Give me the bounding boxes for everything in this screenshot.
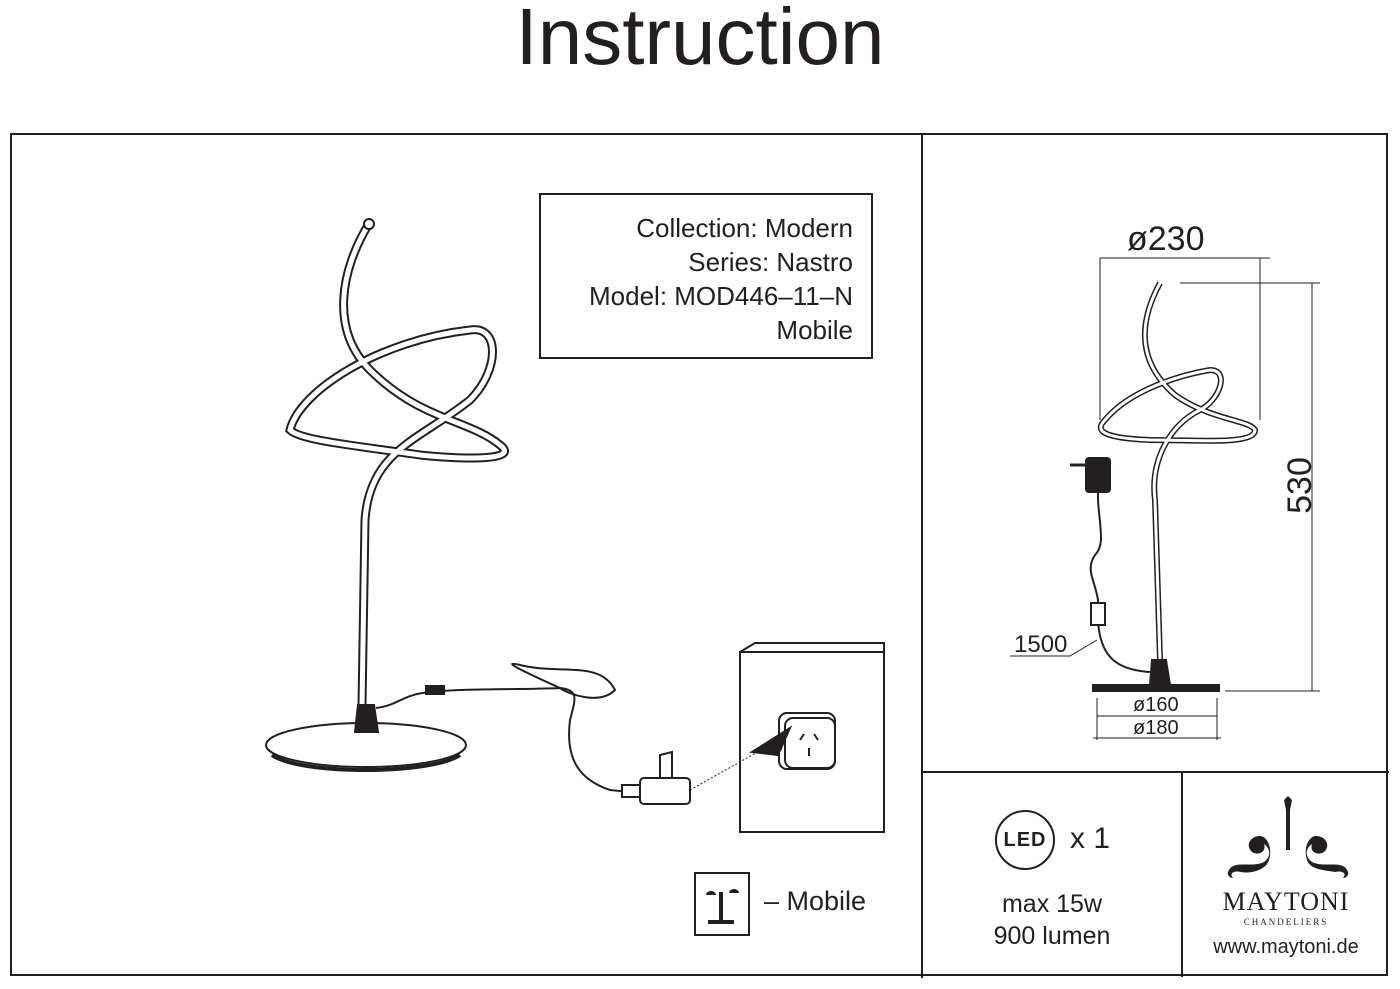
product-info-box: Collection: Modern Series: Nastro Model:… bbox=[539, 193, 873, 359]
led-count: x 1 bbox=[1070, 822, 1111, 855]
lumen-label: 900 lumen bbox=[993, 922, 1111, 950]
power-label: max 15w bbox=[1001, 890, 1103, 918]
brand-url: www.maytoni.de bbox=[1213, 936, 1359, 958]
series-label: Series: Nastro bbox=[688, 247, 853, 277]
brand-block: MAYTONI CHANDELIERS www.maytoni.de bbox=[1184, 888, 1388, 959]
collection-label: Collection: Modern bbox=[636, 213, 853, 243]
lamp-drawing bbox=[265, 218, 771, 805]
brand-name: MAYTONI bbox=[1222, 887, 1350, 916]
led-icon: LED bbox=[995, 810, 1055, 870]
type-label: Mobile bbox=[776, 315, 853, 345]
mobile-lamp-icon bbox=[706, 889, 739, 924]
wall-socket bbox=[739, 642, 885, 833]
divider bbox=[922, 771, 1389, 773]
divider bbox=[1181, 772, 1183, 977]
mobile-legend-label: – Mobile bbox=[764, 886, 867, 916]
page-title: Instruction bbox=[515, 0, 885, 81]
height-label: 530 bbox=[1280, 457, 1319, 514]
model-label: Model: MOD446–11–N bbox=[589, 281, 853, 311]
divider bbox=[921, 133, 923, 978]
document-frame bbox=[10, 133, 1388, 976]
top-diameter-label: ø230 bbox=[1127, 220, 1205, 258]
brand-subtitle: CHANDELIERS bbox=[1243, 917, 1329, 927]
base-outer-diameter-label: ø180 bbox=[1133, 717, 1179, 739]
base-inner-diameter-label: ø160 bbox=[1133, 694, 1179, 716]
led-specs: max 15w 900 lumen bbox=[922, 888, 1182, 952]
maytoni-logo-icon bbox=[1227, 796, 1349, 878]
lamp-dimension-drawing bbox=[1010, 257, 1320, 740]
mobile-legend-box bbox=[694, 872, 750, 936]
cable-length-label: 1500 bbox=[1014, 631, 1068, 658]
